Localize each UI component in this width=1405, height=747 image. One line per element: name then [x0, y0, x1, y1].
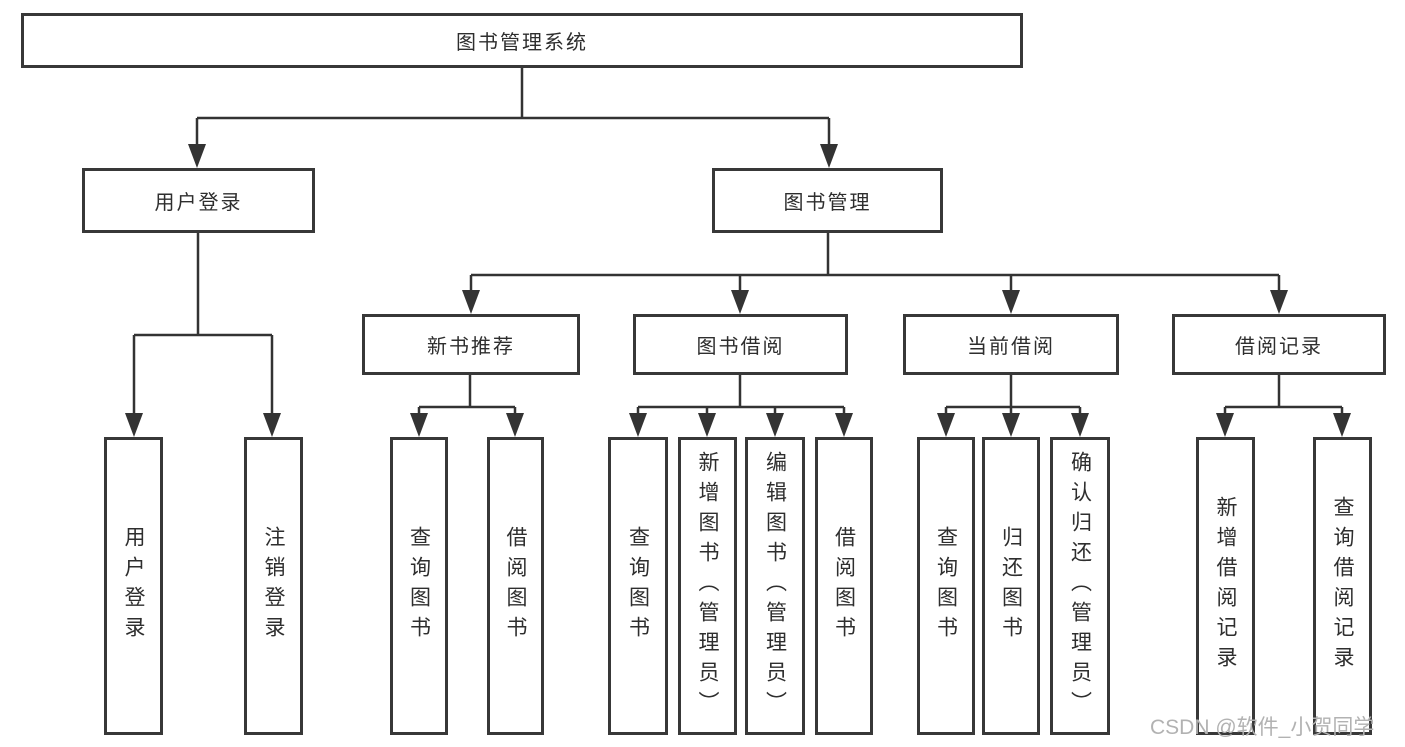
node-book-borrowing: 图书借阅 — [633, 314, 848, 375]
node-label: 归还图书 — [999, 526, 1023, 646]
node-label: 借阅记录 — [1235, 336, 1323, 358]
node-label: 借阅图书 — [832, 526, 856, 646]
arrowheads — [125, 144, 1351, 437]
node-label: 用户登录 — [122, 526, 145, 646]
leaf-borrow-books-recommend: 借阅图书 — [487, 437, 544, 735]
node-label: 查询借阅记录 — [1331, 496, 1354, 676]
leaf-query-books-recommend: 查询图书 — [390, 437, 448, 735]
node-label: 用户登录 — [154, 192, 243, 214]
node-book-management: 图书管理 — [712, 168, 943, 233]
node-new-book-recommendation: 新书推荐 — [362, 314, 580, 375]
node-user-login: 用户登录 — [82, 168, 315, 233]
leaf-user-login: 用户登录 — [104, 437, 163, 735]
node-label: 图书管理 — [783, 192, 872, 214]
csdn-watermark: CSDN @软件_小贺同学 — [1150, 716, 1375, 739]
leaf-borrow-books: 借阅图书 — [815, 437, 873, 735]
node-label: 借阅图书 — [504, 526, 527, 646]
leaf-add-borrow-record: 新增借阅记录 — [1196, 437, 1255, 735]
node-current-borrowing: 当前借阅 — [903, 314, 1119, 375]
node-label: 图书借阅 — [696, 336, 785, 358]
leaf-confirm-return-admin: 确认归还（管理员） — [1050, 437, 1110, 735]
leaf-return-books: 归还图书 — [982, 437, 1040, 735]
node-label: 编辑图书（管理员） — [763, 451, 787, 721]
leaf-logout: 注销登录 — [244, 437, 303, 735]
node-label: 新书推荐 — [427, 336, 515, 358]
node-label: 查询图书 — [934, 526, 958, 646]
node-label: 图书管理系统 — [456, 32, 588, 54]
leaf-query-books-current: 查询图书 — [917, 437, 975, 735]
node-label: 确认归还（管理员） — [1068, 451, 1092, 721]
leaf-edit-books-admin: 编辑图书（管理员） — [745, 437, 805, 735]
leaf-add-books-admin: 新增图书（管理员） — [678, 437, 737, 735]
leaf-query-borrow-record: 查询借阅记录 — [1313, 437, 1372, 735]
leaf-query-books-borrow: 查询图书 — [608, 437, 668, 735]
node-label: 新增借阅记录 — [1214, 496, 1237, 676]
node-root-library-management-system: 图书管理系统 — [21, 13, 1023, 68]
node-label: 注销登录 — [262, 526, 285, 646]
node-label: 当前借阅 — [967, 336, 1055, 358]
node-label: 查询图书 — [407, 526, 431, 646]
node-borrowing-records: 借阅记录 — [1172, 314, 1386, 375]
node-label: 查询图书 — [626, 526, 650, 646]
node-label: 新增图书（管理员） — [696, 451, 719, 721]
